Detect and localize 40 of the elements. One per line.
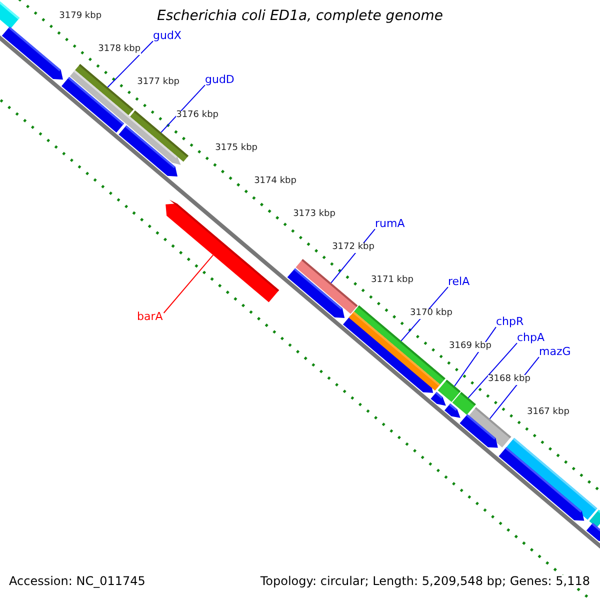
gene-feature	[2, 26, 63, 80]
scale-label: 3170 kbp	[410, 308, 452, 319]
scale-label: 3179 kbp	[59, 12, 102, 22]
gene-bar	[589, 510, 600, 528]
genome-summary: Topology: circular; Length: 5,209,548 bp; Genes: 5,118	[260, 575, 590, 588]
scale-label: 3169 kbp	[449, 342, 492, 352]
title: Escherichia coli ED1a, complete genome	[157, 8, 443, 24]
scale-label: 3174 kbp	[254, 176, 296, 187]
scale-label: 3168 kbp	[488, 374, 530, 385]
gene-feature	[460, 414, 498, 448]
gene-feature	[444, 404, 460, 418]
gene-feature	[430, 392, 446, 406]
gene-feature	[586, 522, 600, 542]
gene-feature	[498, 447, 584, 521]
scale-label: 3178 kbp	[98, 44, 141, 55]
gene-label: chpR	[496, 316, 524, 328]
gene-feature	[287, 268, 345, 318]
gene-label: relA	[448, 276, 470, 288]
gene-label: rumA	[375, 218, 405, 230]
scale-label: 3177 kbp	[137, 78, 180, 88]
accession-text: Accession: NC_011745	[9, 575, 146, 588]
leader-line	[107, 40, 154, 88]
scale-label: 3173 kbp	[293, 210, 336, 220]
gene-feature	[118, 125, 178, 176]
scale-label: 3175 kbp	[215, 144, 258, 154]
scale-label: 3172 kbp	[332, 242, 374, 253]
gene-label: gudD	[205, 74, 234, 86]
scale-label: 3171 kbp	[371, 276, 414, 286]
leader-line	[160, 84, 206, 133]
scale-label: 3176 kbp	[176, 110, 219, 121]
gene-bar	[0, 0, 20, 29]
gene-label: gudX	[153, 30, 182, 42]
leader-line	[163, 254, 214, 314]
gene-bar	[62, 76, 124, 133]
gene-label: chpA	[517, 332, 545, 344]
leader-line	[468, 342, 518, 398]
gene-label: mazG	[539, 346, 571, 358]
scale-label: 3167 kbp	[527, 408, 570, 418]
gene-label: barA	[137, 311, 163, 324]
gene-feature	[166, 200, 280, 302]
